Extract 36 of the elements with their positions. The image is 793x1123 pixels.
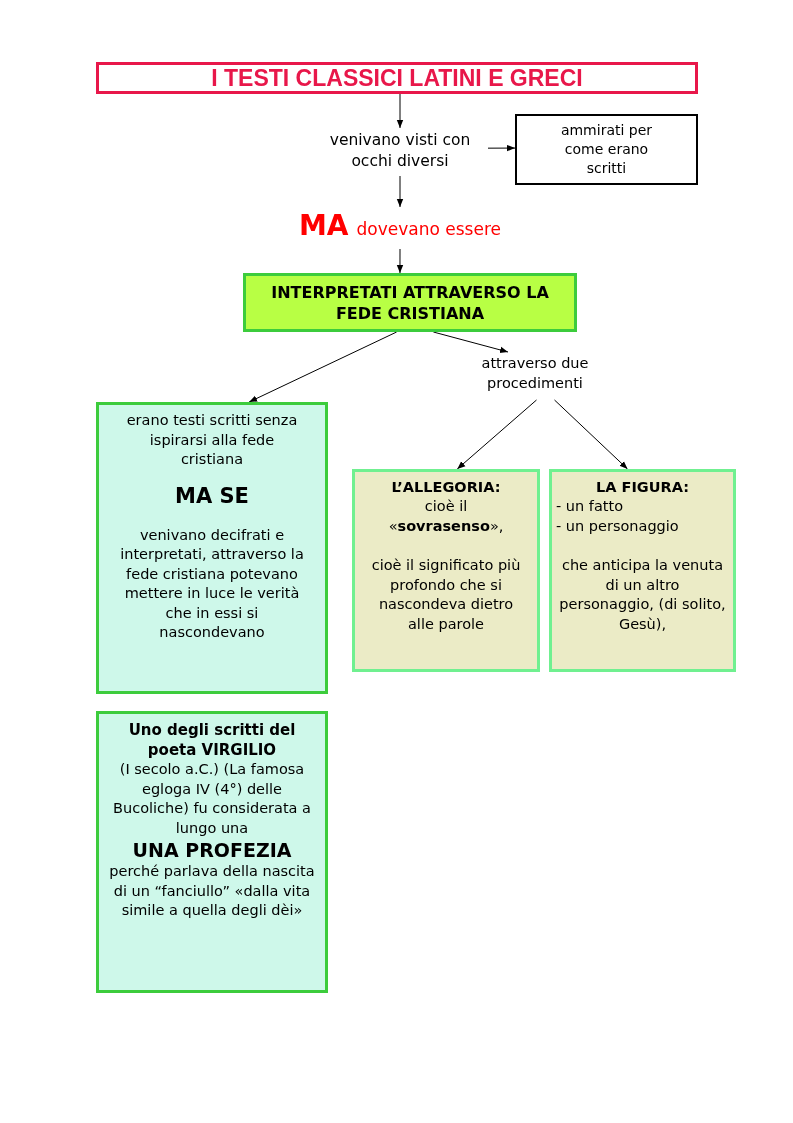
node-text: - un fatto	[556, 497, 625, 516]
node-text: I TESTI CLASSICI LATINI E GRECI	[211, 64, 583, 92]
arrow	[248, 331, 398, 403]
node-text: ammirati per come erano scritti	[559, 121, 654, 178]
node-text: MA	[299, 209, 349, 242]
node-text: perché parlava della nascita di un “fanciullo” «dalla vita simile a quella degli dèi»	[108, 862, 316, 920]
concept-box	[243, 273, 577, 332]
arrow	[396, 93, 404, 129]
node-text: L’ALLEGORIA:	[390, 478, 502, 497]
arrow	[432, 331, 509, 353]
node-text: - un personaggio	[556, 516, 680, 536]
node-text: attraverso due procedimenti	[480, 354, 590, 393]
concept-box	[96, 711, 328, 993]
concept-box	[352, 469, 540, 672]
node-text: erano testi scritti senza ispirarsi alla fede cristiana	[125, 411, 299, 469]
text-box	[515, 114, 698, 185]
concept-box	[549, 469, 736, 672]
arrow	[554, 399, 629, 470]
node-text: LA FIGURA:	[595, 478, 690, 497]
node-text: venivano decifrati e interpretati, attraverso la fede cristiana potevano mettere in luce le verità che in essi si nascondevano	[119, 525, 305, 642]
node-text: Uno degli scritti del poeta VIRGILIO	[127, 720, 297, 760]
node-text: cioè il «sovrasenso»,	[387, 497, 505, 536]
title-box	[96, 62, 698, 94]
node-text: venivano visti con occhi diversi	[328, 130, 472, 172]
node-text: dovevano essere	[356, 219, 501, 239]
node-text: UNA PROFEZIA	[131, 838, 293, 862]
node-text: MA SE	[174, 482, 250, 510]
arrow	[456, 399, 537, 470]
arrow	[396, 248, 404, 274]
arrow	[487, 144, 516, 152]
node-text: INTERPRETATI ATTRAVERSO LA FEDE CRISTIANA	[270, 281, 550, 324]
concept-box	[96, 402, 328, 694]
node-text: cioè il significato più profondo che si nascondeva dietro alle parole	[370, 556, 522, 634]
arrow	[396, 175, 404, 208]
node-text: (I secolo a.C.) (La famosa egloga IV (4°) delle Bucoliche) fu considerata a lungo una	[112, 760, 312, 838]
node-text: che anticipa la venuta di un altro personaggio, (di solito, Gesù),	[558, 556, 727, 634]
